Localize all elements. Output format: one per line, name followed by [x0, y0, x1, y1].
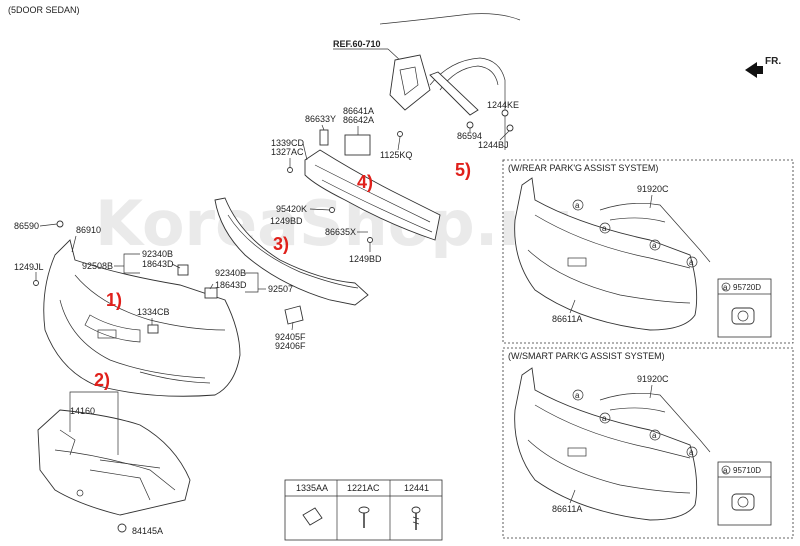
- label-84145a: 84145A: [132, 526, 163, 536]
- callout-a-icon: [599, 412, 611, 424]
- fastener-header-1335aa: 1335AA: [296, 483, 328, 493]
- label-92340b-b: 92340B: [215, 268, 246, 278]
- callout-a-icon: [599, 222, 611, 234]
- svg-text:a: a: [689, 448, 694, 457]
- label-1249bd-b: 1249BD: [349, 254, 382, 264]
- front-direction-indicator: FR.: [745, 56, 781, 78]
- label-92405f: 92405F: [275, 332, 306, 342]
- sensor-box-rear: [717, 278, 772, 338]
- fastener-header-1221ac: 1221AC: [347, 483, 380, 493]
- fastener-1249jl: [33, 280, 39, 286]
- svg-text:a: a: [575, 391, 580, 400]
- label-1339cd: 1339CD: [271, 138, 305, 148]
- svg-text:a: a: [723, 283, 728, 292]
- label-95420k: 95420K: [276, 204, 307, 214]
- marker-1: 1): [106, 290, 122, 310]
- label-86910: 86910: [76, 225, 101, 235]
- tapping-screw-icon: [411, 506, 421, 530]
- screw-icon: [358, 506, 370, 528]
- label-92508b: 92508B: [82, 261, 113, 271]
- label-92507: 92507: [268, 284, 293, 294]
- rear-bumper-beam: [304, 129, 441, 241]
- ref-label: REF.60-710: [333, 39, 381, 49]
- fastener-1244ke: [501, 109, 509, 117]
- rear-garnish-strip: [214, 197, 369, 325]
- svg-text:a: a: [575, 201, 580, 210]
- marker-3: 3): [273, 234, 289, 254]
- callout-a-icon: [649, 239, 661, 251]
- fastener-1125kq: [397, 131, 403, 137]
- callout-a-icon: [572, 389, 584, 401]
- fastener-84145a: [117, 523, 127, 533]
- label-86611a-smart: 86611A: [552, 504, 582, 514]
- fastener-86594: [466, 121, 474, 129]
- callout-a-icon: [686, 256, 698, 268]
- clip-1334cb: [147, 324, 159, 334]
- label-86635x: 86635X: [325, 227, 356, 237]
- fastener-86590: [56, 220, 64, 228]
- label-91920c-rear: 91920C: [637, 184, 669, 194]
- svg-text:a: a: [723, 466, 728, 475]
- clip-icon: [302, 507, 323, 526]
- panel-rear-park-assist: (W/REAR PARK'G ASSIST SYSTEM) a a a a 91…: [502, 159, 794, 344]
- bracket-left: [177, 264, 189, 276]
- marker-4: 4): [357, 172, 373, 192]
- label-86633y: 86633Y: [305, 114, 336, 124]
- label-14160: 14160: [70, 406, 95, 416]
- front-arrow-icon: [745, 62, 763, 78]
- label-92406f: 92406F: [275, 341, 306, 351]
- callout-a-icon: [721, 282, 731, 292]
- label-86611a-rear: 86611A: [552, 314, 582, 324]
- label-1249jl: 1249JL: [14, 262, 44, 272]
- svg-text:a: a: [652, 431, 657, 440]
- label-1244bj: 1244BJ: [478, 140, 509, 150]
- panel-smart-title: (W/SMART PARK'G ASSIST SYSTEM): [508, 351, 665, 361]
- front-label: FR.: [765, 56, 781, 67]
- svg-text:a: a: [602, 224, 607, 233]
- label-86641a: 86641A: [343, 106, 374, 116]
- car-body-outline: [379, 13, 521, 150]
- under-cover: [37, 409, 191, 516]
- label-18643d-b: 18643D: [215, 280, 247, 290]
- callout-a-icon: [686, 446, 698, 458]
- label-86594: 86594: [457, 131, 482, 141]
- fastener-table: 1335AA 1221AC 12441: [284, 479, 443, 541]
- svg-text:a: a: [652, 241, 657, 250]
- variant-title: (5DOOR SEDAN): [8, 5, 80, 15]
- rear-bumper-cover: [43, 239, 241, 397]
- callout-a-icon: [649, 429, 661, 441]
- svg-text:a: a: [689, 258, 694, 267]
- label-1327ac: 1327AC: [271, 147, 304, 157]
- fastener-1249bd-a: [329, 207, 335, 213]
- fastener-1244bj: [506, 124, 514, 132]
- marker-5: 5): [455, 160, 471, 180]
- watermark: KoreaShop.ru: [95, 187, 573, 260]
- panel-rear-title: (W/REAR PARK'G ASSIST SYSTEM): [508, 163, 658, 173]
- label-18643d-a: 18643D: [142, 259, 174, 269]
- label-1249bd-a: 1249BD: [270, 216, 303, 226]
- label-1244ke: 1244KE: [487, 100, 519, 110]
- label-86642a: 86642A: [343, 115, 374, 125]
- label-91920c-smart: 91920C: [637, 374, 669, 384]
- svg-text:a: a: [602, 414, 607, 423]
- label-95720d: 95720D: [733, 283, 761, 292]
- fastener-1249bd-b: [367, 237, 373, 243]
- parking-sensor-icon: [731, 493, 755, 511]
- callout-a-icon: [721, 465, 731, 475]
- label-95710d: 95710D: [733, 466, 761, 475]
- label-1125kq: 1125KQ: [380, 150, 412, 160]
- label-86590: 86590: [14, 221, 39, 231]
- sensor-box-smart: [717, 461, 772, 526]
- fastener-header-12441: 12441: [404, 483, 429, 493]
- label-92340b-a: 92340B: [142, 249, 173, 259]
- callout-a-icon: [572, 199, 584, 211]
- fastener-1339cd: [287, 167, 293, 173]
- marker-2: 2): [94, 370, 110, 390]
- panel-smart-park-assist: (W/SMART PARK'G ASSIST SYSTEM) a a a a 9…: [502, 347, 794, 539]
- label-1334cb: 1334CB: [137, 307, 170, 317]
- parking-sensor-icon: [731, 307, 755, 325]
